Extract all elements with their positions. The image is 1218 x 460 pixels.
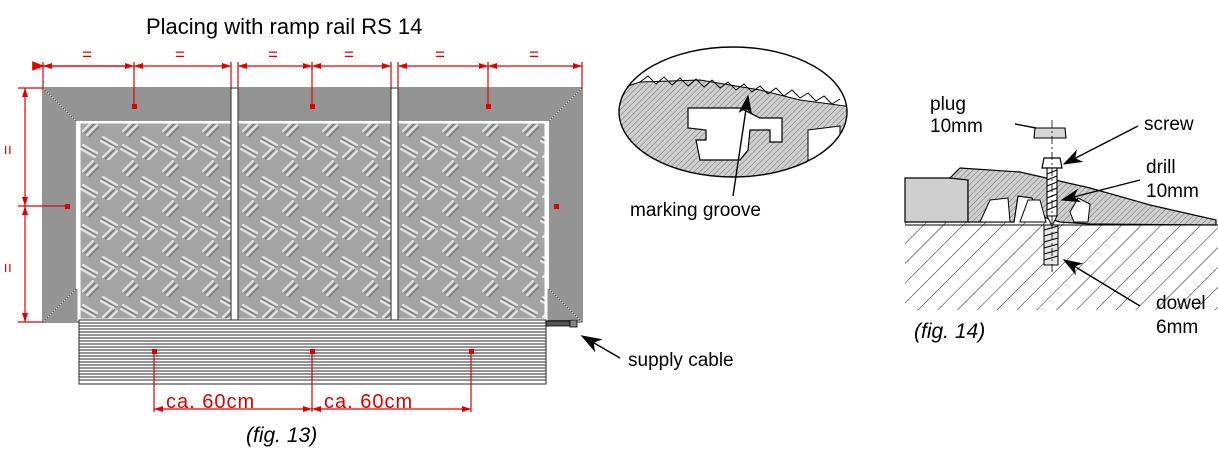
equal-mark: = — [344, 45, 354, 64]
mat-surface — [77, 120, 548, 322]
marking-groove-leader — [732, 94, 753, 197]
equal-mark: = — [529, 45, 539, 64]
equal-mark: = — [175, 45, 185, 64]
vertical-equal-mark: = — [0, 145, 17, 155]
dowel-size: 6mm — [1156, 317, 1199, 338]
spacing-dimension: ca. 60cm — [166, 391, 256, 413]
rail-detail-ellipse — [618, 46, 848, 178]
equal-mark: = — [268, 45, 278, 64]
dowel-label: dowel — [1156, 293, 1206, 314]
supply-cable-label: supply cable — [628, 350, 734, 371]
supply-cable-arrow — [580, 335, 621, 359]
vertical-equal-mark: = — [0, 263, 17, 273]
supply-cable-plug — [545, 319, 578, 328]
screw-label: screw — [1144, 114, 1194, 135]
drill-size: 10mm — [1146, 181, 1199, 202]
fixing-cross-section — [904, 120, 1218, 310]
fig14-caption: (fig. 14) — [914, 320, 986, 343]
figure-title: Placing with ramp rail RS 14 — [146, 14, 423, 39]
fig14-leaders — [1014, 123, 1141, 307]
mat-assembly — [42, 87, 583, 385]
plug-size: 10mm — [930, 116, 983, 137]
dimension-ticks — [22, 63, 582, 412]
drill-label: drill — [1146, 157, 1176, 178]
equal-mark: = — [435, 45, 445, 64]
plug-label: plug — [930, 94, 966, 115]
spacing-dimension: ca. 60cm — [324, 391, 414, 413]
equal-mark: = — [82, 45, 92, 64]
fig13-caption: (fig. 13) — [246, 424, 318, 447]
marking-groove-label: marking groove — [630, 200, 761, 221]
